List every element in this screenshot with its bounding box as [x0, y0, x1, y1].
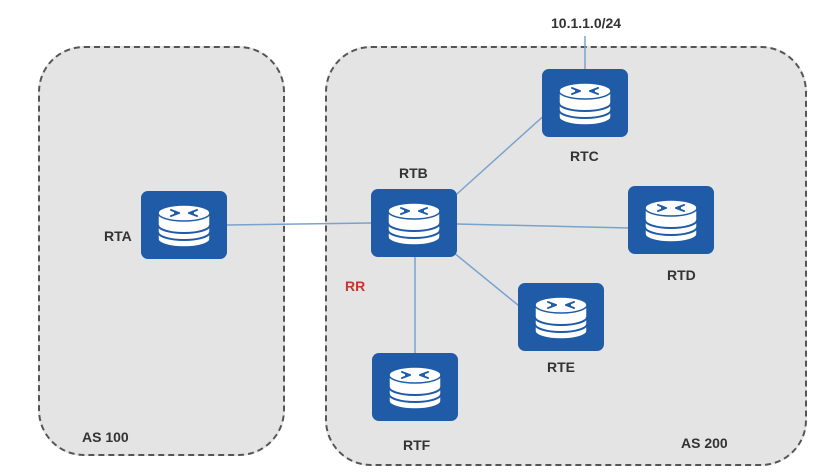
router-icon	[157, 204, 211, 248]
router-icon	[388, 366, 442, 410]
router-label-rtc: RTC	[570, 148, 599, 164]
as200-label: AS 200	[681, 435, 728, 451]
link-rtb-rtd	[456, 223, 630, 229]
router-rtc[interactable]	[542, 69, 628, 137]
link-rta-rtb	[226, 222, 372, 226]
router-label-rtf: RTF	[403, 437, 431, 453]
router-rtd[interactable]	[628, 186, 714, 254]
router-rte[interactable]	[518, 283, 604, 351]
router-rtf[interactable]	[372, 353, 458, 421]
router-label-rtb: RTB	[399, 165, 428, 181]
router-label-rta: RTA	[104, 228, 132, 244]
router-label-rtd: RTD	[667, 267, 696, 283]
router-icon	[387, 202, 441, 246]
router-icon	[534, 296, 588, 340]
link-rtb-rte	[447, 247, 525, 311]
router-icon	[644, 199, 698, 243]
router-rta[interactable]	[141, 191, 227, 259]
router-label-rte: RTE	[547, 359, 575, 375]
prefix-label: 10.1.1.0/24	[551, 15, 622, 31]
route-reflector-label: RR	[345, 278, 366, 294]
link-rtb-rtc	[447, 111, 549, 203]
as100-label: AS 100	[82, 429, 129, 445]
router-rtb[interactable]	[371, 189, 457, 257]
router-icon	[558, 82, 612, 126]
